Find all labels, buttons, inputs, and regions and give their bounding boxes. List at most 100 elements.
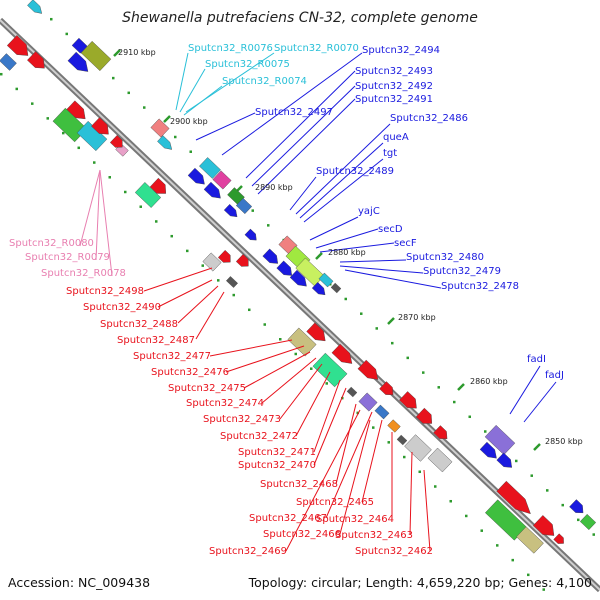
gene-label: yajC (358, 206, 380, 217)
gene (579, 513, 597, 531)
gene-label: secF (394, 238, 417, 249)
minor-tick (263, 323, 266, 326)
gene-label: Sputcn32_2462 (355, 546, 433, 557)
gene (134, 182, 162, 208)
gene-label: Sputcn32_2487 (117, 335, 195, 346)
minor-tick (375, 327, 378, 330)
gene-label: Sputcn32_2466 (263, 529, 341, 540)
gene-label: Sputcn32_2486 (390, 113, 468, 124)
leader-line (175, 52, 189, 111)
forward-gene (67, 51, 89, 72)
genome-summary-text: Topology: circular; Length: 4,659,220 bp… (248, 575, 592, 590)
leader-line (344, 269, 442, 289)
minor-tick (251, 209, 254, 212)
reverse-gene (27, 51, 45, 69)
gene-label: Sputcn32_2475 (168, 383, 246, 394)
minor-tick (112, 76, 115, 80)
forward-gene-labels: Sputcn32_2494 Sputcn32_2493 Sputcn32_249… (255, 45, 564, 381)
reverse-gene (149, 177, 167, 194)
minor-tick (279, 338, 282, 341)
map-title: Shewanella putrefaciens CN-32, complete … (122, 10, 478, 26)
minor-tick (480, 529, 483, 532)
minor-tick (108, 176, 111, 179)
gene-label: Sputcn32_R0070 (274, 43, 359, 54)
minor-tick (356, 411, 359, 415)
scale-label: 2880 kbp (328, 248, 366, 257)
leader-line (409, 451, 413, 536)
gene-label: Sputcn32_2490 (83, 302, 161, 313)
minor-tick (46, 117, 49, 120)
minor-tick (155, 220, 158, 223)
leader-line (295, 371, 331, 437)
gene (387, 419, 401, 433)
scale-label: 2870 kbp (398, 313, 436, 322)
minor-tick (65, 32, 68, 36)
major-tick (315, 252, 323, 260)
major-tick (457, 383, 465, 391)
forward-gene (289, 269, 307, 287)
leader-line (179, 68, 206, 113)
scale-label: 2890 kbp (255, 183, 293, 192)
leader-line (251, 85, 356, 187)
gene (287, 327, 317, 357)
minor-tick (372, 426, 375, 429)
gene (484, 424, 516, 456)
scale-label: 2910 kbp (118, 48, 156, 57)
gene-label: Sputcn32_2494 (362, 45, 440, 56)
gene (427, 447, 453, 473)
gene (516, 526, 544, 554)
leader-line (361, 419, 383, 503)
leader-line (319, 242, 395, 253)
gene-label: Sputcn32_2476 (151, 367, 229, 378)
minor-tick (344, 297, 347, 301)
rna-gene (157, 135, 173, 150)
minor-tick (201, 264, 204, 267)
minor-tick (527, 573, 530, 577)
minor-tick (577, 518, 580, 522)
minor-tick (127, 91, 130, 95)
gene (212, 170, 232, 190)
leader-line (195, 112, 256, 141)
minor-tick (453, 400, 456, 404)
minor-tick (174, 135, 177, 139)
gene-label: Sputcn32_2498 (66, 286, 144, 297)
gene-label: Sputcn32_2470 (238, 460, 316, 471)
leader-line (243, 351, 311, 389)
minor-tick (217, 279, 220, 282)
minor-tick (449, 499, 452, 503)
gene (346, 386, 358, 398)
gene (202, 252, 222, 272)
leader-line (509, 365, 541, 415)
forward-gene (311, 281, 326, 296)
reverse-gene (235, 253, 249, 267)
kbp-ticks (113, 49, 541, 451)
minor-tick (15, 87, 18, 91)
minor-tick (592, 533, 595, 536)
gene-label: Sputcn32_2497 (255, 107, 333, 118)
reverse-gene (379, 381, 394, 396)
gene-label: Sputcn32_2477 (133, 351, 211, 362)
gene-label: Sputcn32_2472 (220, 431, 298, 442)
major-tick (113, 49, 121, 57)
minor-tick (186, 249, 189, 253)
minor-tick (391, 341, 394, 345)
reverse-gene (91, 117, 109, 135)
gene-label: Sputcn32_2479 (423, 266, 501, 277)
rna-labels-lower: Sputcn32_R0080 Sputcn32_R0079 Sputcn32_R… (9, 238, 126, 279)
gene-features (0, 0, 597, 554)
minor-tick (542, 588, 545, 591)
genome-backbone (0, 17, 600, 593)
reverse-gene (399, 391, 417, 409)
leader-line (325, 411, 373, 519)
leader-line (299, 142, 384, 219)
reverse-gene (306, 322, 326, 342)
gene-label: Sputcn32_R0080 (9, 238, 94, 249)
leader-line (313, 387, 347, 466)
minor-tick (93, 161, 96, 164)
reverse-gene (6, 35, 29, 56)
gene-label: Sputcn32_2464 (316, 514, 394, 525)
leader-line (523, 381, 557, 423)
minor-tick (139, 205, 142, 208)
reverse-gene (109, 134, 123, 148)
